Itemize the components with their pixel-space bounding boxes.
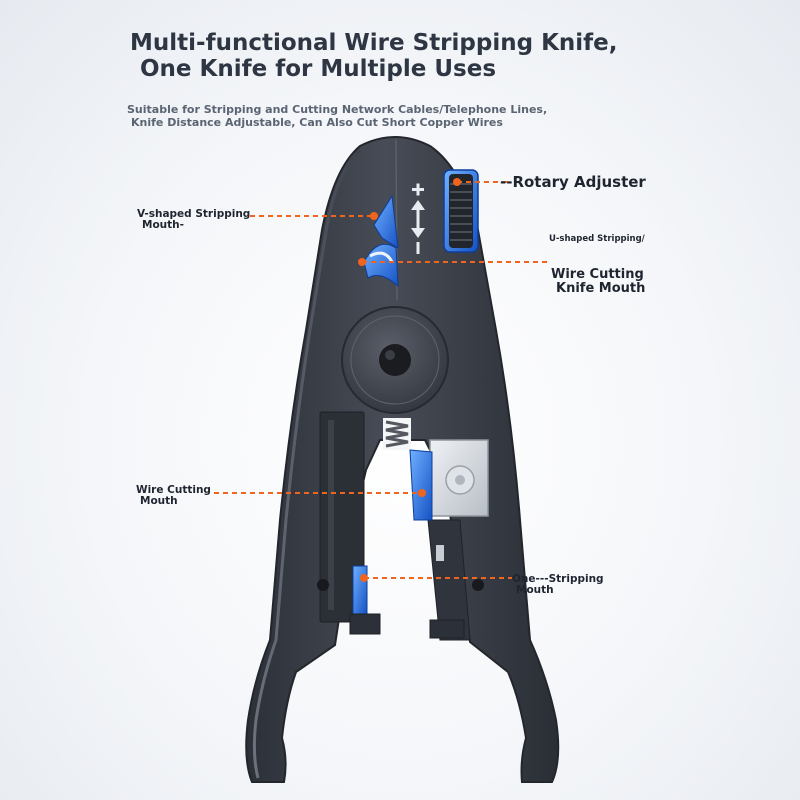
up-down-arrow-icon xyxy=(411,200,425,238)
callout-text: Wire Cutting xyxy=(551,267,644,282)
subtitle-line-1: Suitable for Stripping and Cutting Netwo… xyxy=(127,103,548,116)
plus-icon xyxy=(412,183,424,196)
callout-lines xyxy=(214,181,548,579)
callout-text: Mouth xyxy=(140,495,178,508)
page-title: Multi-functional Wire Stripping Knife,On… xyxy=(130,30,618,82)
callout-one-stripping-mouth: One---Stripping Mouth xyxy=(512,573,604,597)
callout-text: Knife Mouth xyxy=(556,280,646,296)
title-line-1: Multi-functional Wire Stripping Knife, xyxy=(130,30,618,56)
callout-v-stripping-mouth: V-shaped Stripping Mouth- xyxy=(137,208,251,232)
blue-v-stripping-insert xyxy=(373,194,399,249)
callout-text: Mouth- xyxy=(142,219,184,232)
pivot-screw xyxy=(379,344,411,376)
callout-text: U-shaped Stripping/ xyxy=(549,234,645,244)
spring xyxy=(383,418,411,450)
subtitle-line-2: Knife Distance Adjustable, Can Also Cut … xyxy=(131,116,503,129)
callout-text: --Rotary Adjuster xyxy=(500,173,646,191)
cutting-blade-plate xyxy=(429,439,489,517)
page-subtitle: Suitable for Stripping and Cutting Netwo… xyxy=(127,103,547,129)
callout-text: Wire Cutting xyxy=(136,484,211,496)
callout-text: One---Stripping xyxy=(512,573,604,585)
callout-wire-cutting-knife-mouth: Wire Cutting Knife Mouth xyxy=(551,268,645,295)
blue-one-stripping-insert xyxy=(352,565,368,615)
callout-rotary-adjuster: --Rotary Adjuster xyxy=(500,173,646,191)
title-line-2: One Knife for Multiple Uses xyxy=(140,56,497,82)
blue-wire-cutting-insert xyxy=(409,449,433,521)
minus-icon xyxy=(416,242,420,254)
callout-dots xyxy=(358,178,461,582)
callout-u-stripping: U-shaped Stripping/ xyxy=(549,235,645,244)
callout-wire-cutting-mouth: Wire Cutting Mouth xyxy=(136,484,211,508)
callout-text: V-shaped Stripping xyxy=(137,208,251,220)
callout-text: Mouth xyxy=(516,584,554,597)
rotary-adjuster-knob xyxy=(443,169,479,253)
